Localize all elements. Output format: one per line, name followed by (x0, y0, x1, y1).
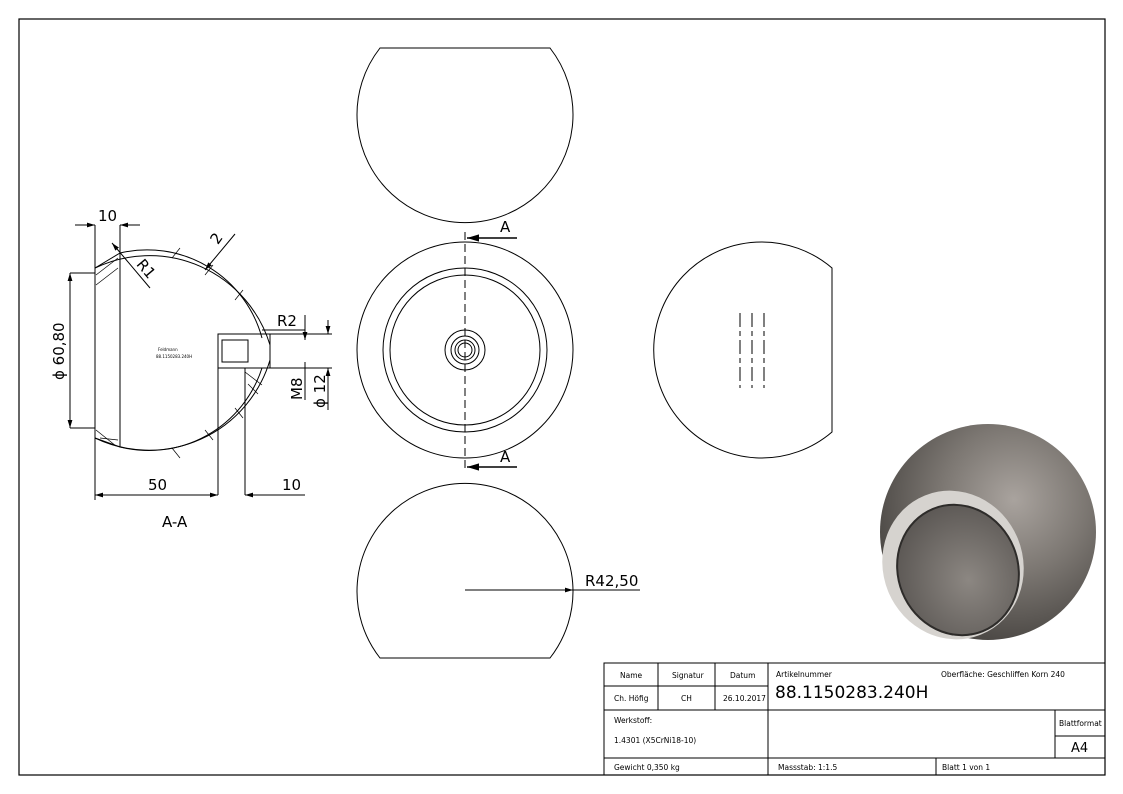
section-marker-top: A (500, 218, 511, 236)
dim-diameter: ϕ 60,80 (50, 322, 68, 380)
engraving-line-2: 88.1150283.240H (156, 354, 192, 359)
tb-werkstoff: 1.4301 (X5CrNi18-10) (614, 736, 696, 745)
tb-blattformat-label: Blattformat (1059, 719, 1102, 728)
ball-render (880, 424, 1096, 640)
tb-artikelnummer-label: Artikelnummer (776, 670, 833, 679)
tb-datum: 26.10.2017 (723, 694, 766, 703)
dim-depth: 50 (148, 476, 167, 494)
title-block-text: Name Signatur Datum Ch. Höfig CH 26.10.2… (614, 670, 1102, 772)
dim-wall: 2 (206, 229, 226, 247)
dim-thread: M8 (288, 378, 306, 401)
section-marker-bottom: A (500, 448, 511, 466)
bottom-view (356, 482, 640, 659)
dim-boss: 10 (282, 476, 301, 494)
side-view (653, 241, 833, 459)
front-view (356, 232, 574, 471)
sheet-border (18, 18, 1106, 776)
tb-name: Ch. Höfig (614, 694, 649, 703)
tb-oberflaeche: Oberfläche: Geschliffen Korn 240 (941, 670, 1065, 679)
dim-thread-fillet: R2 (277, 312, 297, 330)
dim-bottom-radius: R42,50 (585, 572, 638, 590)
tb-massstab: Massstab: 1:1.5 (778, 763, 837, 772)
title-block (603, 662, 1106, 776)
section-label: A-A (162, 513, 188, 531)
tb-header-signatur: Signatur (672, 671, 705, 680)
dim-fillet: R1 (133, 255, 160, 282)
tb-header-datum: Datum (730, 671, 755, 680)
engraving-line-1: Feldmann (158, 347, 178, 352)
tb-blattformat: A4 (1071, 741, 1088, 756)
tb-werkstoff-label: Werkstoff: (614, 716, 652, 725)
dim-top-width: 10 (98, 207, 117, 225)
tb-signatur: CH (681, 694, 692, 703)
tb-gewicht: Gewicht 0,350 kg (614, 763, 680, 772)
section-dim-labels: 10 2 R1 ϕ 60,80 R2 M8 ϕ 12 50 10 Feldman… (50, 207, 329, 531)
top-view (356, 47, 574, 224)
tb-blatt: Blatt 1 von 1 (942, 763, 990, 772)
dim-thread-dia: ϕ 12 (311, 374, 329, 408)
tb-artikelnummer: 88.1150283.240H (775, 683, 928, 703)
section-view-a-a (67, 222, 332, 500)
tb-header-name: Name (620, 671, 643, 680)
